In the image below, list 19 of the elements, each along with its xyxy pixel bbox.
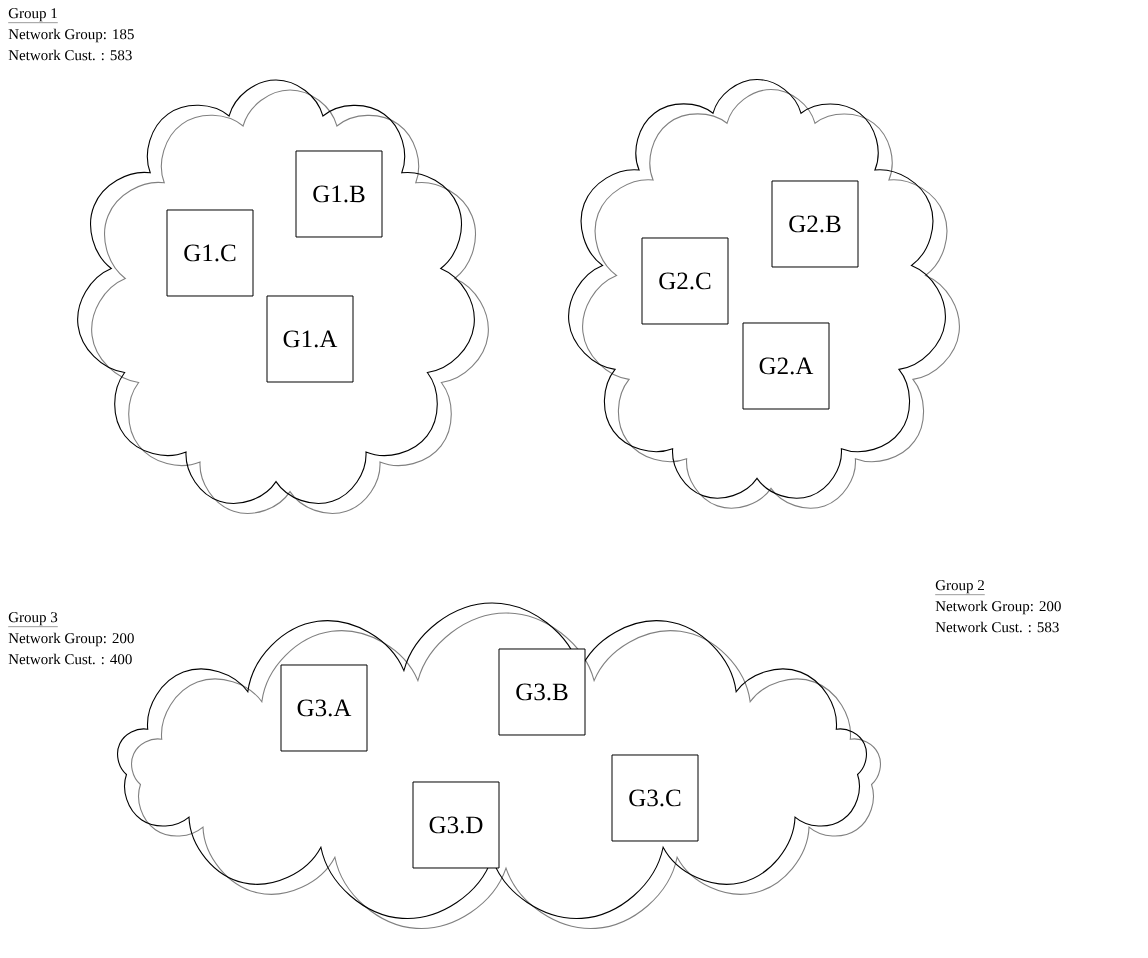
- group-stats-text: Network Cust. : 583: [8, 49, 132, 61]
- group-heading: Group 3: [8, 612, 58, 627]
- group-stats-text: Network Cust. : 400: [8, 653, 132, 665]
- group-stats-text: Network Group: 200: [8, 632, 134, 647]
- group-box: G3.B: [498, 648, 586, 736]
- group-box: G2.B: [771, 180, 859, 268]
- group-box: G2.C: [641, 237, 729, 325]
- group-box: G1.C: [166, 209, 254, 297]
- group-stats-text: Network Cust. : 583: [935, 621, 1059, 633]
- group-box: G2.A: [742, 322, 830, 410]
- group-box: G3.A: [280, 664, 368, 752]
- group-heading: Group 1: [8, 8, 58, 23]
- group-box: G3.D: [412, 781, 500, 869]
- group-box: G1.A: [266, 295, 354, 383]
- group-box: G1.B: [295, 150, 383, 238]
- group-box: G3.C: [611, 754, 699, 842]
- group-stats-text: Network Group: 185: [8, 28, 134, 43]
- group-stats-text: Network Group: 200: [935, 600, 1061, 615]
- group-heading: Group 2: [935, 580, 985, 595]
